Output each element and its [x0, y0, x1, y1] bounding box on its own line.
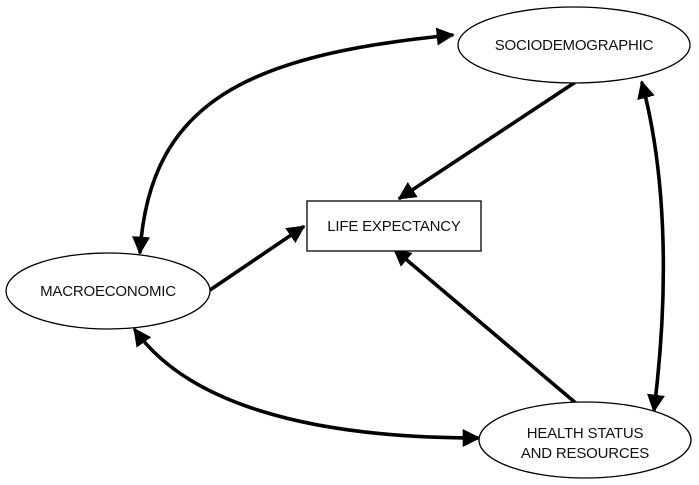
edge-socio-to-life	[397, 81, 576, 200]
sociodemographic-ellipse	[457, 6, 691, 84]
edge-socio-health	[637, 80, 666, 413]
life-expectancy-label: LIFE EXPECTANCY	[327, 218, 461, 235]
edge-health-to-life	[392, 248, 586, 412]
node-sociodemographic: SOCIODEMOGRAPHIC	[457, 6, 691, 84]
node-life-expectancy: LIFE EXPECTANCY	[306, 200, 482, 252]
health-label-line2: AND RESOURCES	[521, 445, 649, 462]
edge-macro-to-life	[208, 225, 306, 292]
life-expectancy-box	[306, 200, 482, 252]
node-macroeconomic: MACROECONOMIC	[5, 252, 211, 330]
macroeconomic-ellipse	[5, 252, 211, 330]
health-label-line1: HEALTH STATUS	[527, 425, 644, 442]
health-ellipse	[478, 401, 692, 479]
edge-macro-health	[133, 327, 481, 447]
node-health-status-and-resources: HEALTH STATUS AND RESOURCES	[478, 401, 692, 479]
edge-socio-macro	[132, 27, 455, 255]
macroeconomic-label: MACROECONOMIC	[40, 283, 176, 300]
sociodemographic-label: SOCIODEMOGRAPHIC	[495, 37, 654, 54]
